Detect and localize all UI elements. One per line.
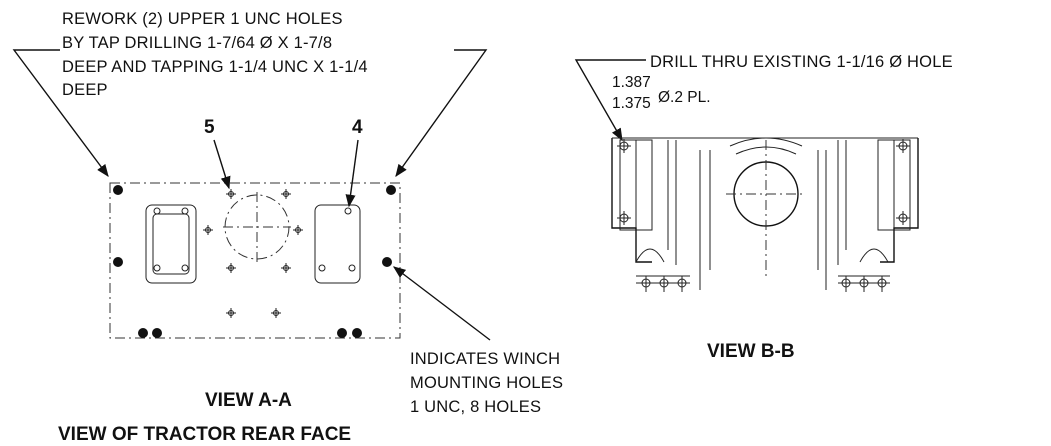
drill-dim-suffix: Ø.2 PL.: [658, 89, 711, 106]
winch-hole: [113, 185, 123, 195]
winch-note-line-1: INDICATES WINCH: [410, 350, 560, 368]
view-bb-title: VIEW B-B: [707, 341, 795, 362]
winch-hole: [152, 328, 162, 338]
winch-hole: [386, 185, 396, 195]
rework-leader-left: [12, 49, 109, 178]
winch-leader: [392, 266, 491, 341]
drill-note-line-1: DRILL THRU EXISTING 1-1/16 Ø HOLE: [650, 53, 953, 71]
drill-note: DRILL THRU EXISTING 1-1/16 Ø HOLE 1.387 …: [612, 53, 953, 112]
drill-dim-lower: 1.375: [612, 95, 651, 112]
rework-note-line-3: DEEP AND TAPPING 1-1/4 UNC X 1-1/4: [62, 58, 368, 76]
rework-note-line-1: REWORK (2) UPPER 1 UNC HOLES: [62, 10, 343, 28]
winch-hole: [337, 328, 347, 338]
main-title: VIEW OF TRACTOR REAR FACE: [58, 424, 351, 445]
winch-hole: [352, 328, 362, 338]
drill-dim-upper: 1.387: [612, 74, 651, 91]
winch-hole: [382, 257, 392, 267]
winch-hole: [113, 257, 123, 267]
view-bb-drawing: [611, 137, 919, 292]
view-aa-plate: [109, 182, 401, 339]
drill-leader: [574, 59, 646, 142]
view-aa-title: VIEW A-A: [205, 390, 292, 411]
winch-note-line-2: MOUNTING HOLES: [410, 374, 563, 392]
rework-leader-right: [395, 49, 488, 178]
rework-note-line-4: DEEP: [62, 81, 108, 99]
callout-4: 4: [345, 117, 363, 208]
callout-4-label: 4: [352, 117, 363, 138]
rework-note: REWORK (2) UPPER 1 UNC HOLES BY TAP DRIL…: [62, 10, 368, 99]
winch-hole: [138, 328, 148, 338]
rework-note-line-2: BY TAP DRILLING 1-7/64 Ø X 1-7/8: [62, 34, 332, 52]
callout-5-label: 5: [204, 117, 215, 138]
winch-note-line-3: 1 UNC, 8 HOLES: [410, 398, 541, 416]
winch-note: INDICATES WINCH MOUNTING HOLES 1 UNC, 8 …: [410, 350, 563, 416]
callout-5: 5: [204, 117, 231, 190]
